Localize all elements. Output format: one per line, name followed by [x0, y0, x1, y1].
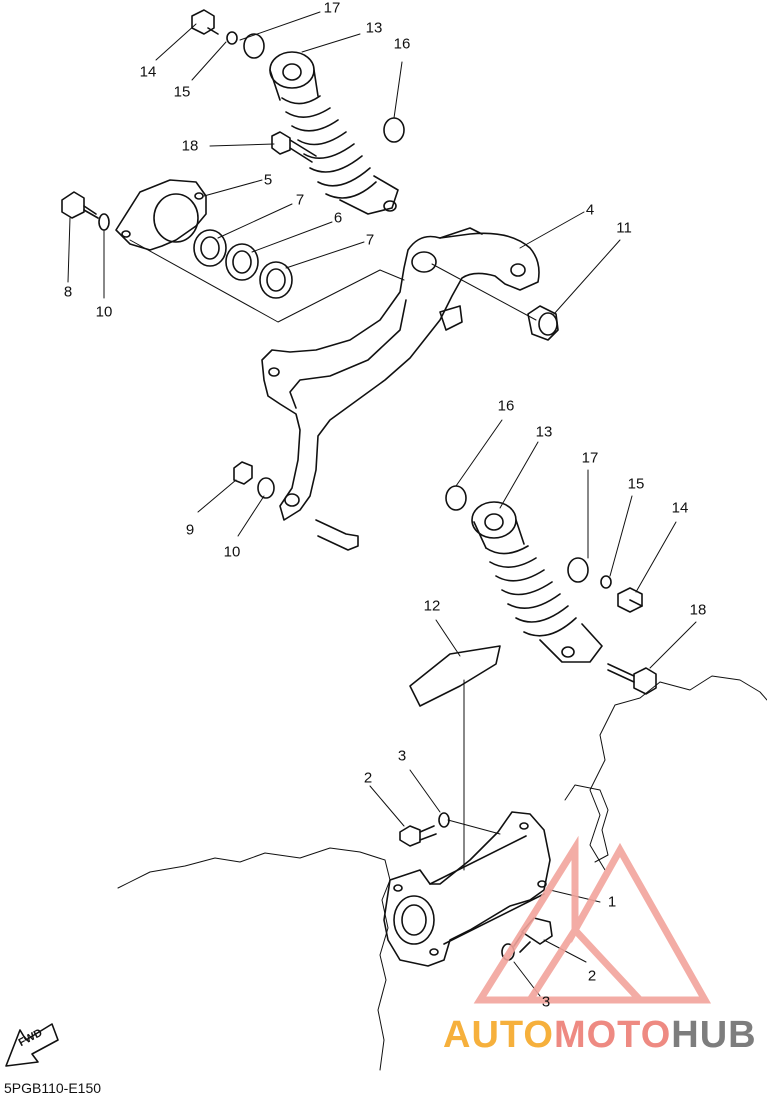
- callout-10a: 10: [95, 303, 113, 321]
- bearing-7-upper: [193, 229, 227, 267]
- bolt-14-upper: [191, 9, 219, 35]
- washer-10-lower: [257, 477, 275, 499]
- callout-7a: 7: [295, 191, 305, 209]
- arm-bolt: [315, 519, 359, 551]
- callout-12: 12: [423, 597, 441, 615]
- callout-16a: 16: [393, 35, 411, 53]
- callout-2a: 2: [363, 769, 373, 787]
- callout-13b: 13: [535, 423, 553, 441]
- callout-6: 6: [333, 209, 343, 227]
- washer-15-upper: [226, 31, 238, 45]
- callout-3a: 3: [397, 747, 407, 765]
- washer-15-lower: [600, 575, 612, 589]
- bolt-18-lower: [607, 663, 657, 695]
- callout-18a: 18: [181, 137, 199, 155]
- bracket: [115, 179, 207, 251]
- bolt-8: [61, 191, 99, 219]
- callout-11: 11: [616, 219, 632, 237]
- shock-absorber-upper: [269, 51, 399, 215]
- washer-17-upper: [243, 33, 265, 59]
- nut-9: [233, 461, 253, 485]
- watermark-part-3: HUB: [671, 1014, 757, 1056]
- callout-15a: 15: [173, 83, 191, 101]
- collar-6: [225, 243, 259, 281]
- washer-16-upper: [383, 117, 405, 143]
- callout-3b: 3: [541, 993, 551, 1011]
- watermark-text: AUTOMOTOHUB: [443, 1014, 757, 1057]
- callout-14b: 14: [671, 499, 689, 517]
- callout-14a: 14: [139, 63, 157, 81]
- watermark-part-2: MOTO: [553, 1014, 672, 1056]
- callout-2b: 2: [587, 967, 597, 985]
- pipe-assembly: [383, 811, 551, 967]
- watermark-logo: [473, 835, 712, 1004]
- bolt-18-upper: [271, 131, 317, 163]
- engine-case-outline: [117, 675, 767, 1071]
- watermark-part-1: AUTO: [443, 1014, 554, 1056]
- callout-8: 8: [63, 283, 73, 301]
- assembly-line: [129, 239, 405, 323]
- rear-arm: [261, 227, 540, 521]
- bolt-14-lower: [617, 587, 643, 613]
- leader-lines: [67, 11, 697, 997]
- callout-7b: 7: [365, 231, 375, 249]
- callout-4: 4: [585, 201, 595, 219]
- bearing-7-lower: [259, 261, 293, 299]
- callout-17a: 17: [323, 0, 341, 17]
- bushing: [527, 305, 559, 341]
- callout-5: 5: [263, 171, 273, 189]
- diagram-code: 5PGB110-E150: [4, 1080, 102, 1096]
- callout-16b: 16: [497, 397, 515, 415]
- callout-1: 1: [607, 893, 617, 911]
- label-strip: [409, 645, 501, 707]
- fwd-arrow-icon: [5, 1023, 59, 1067]
- washer-10-upper: [98, 213, 110, 231]
- callout-13a: 13: [365, 19, 383, 37]
- shock-absorber-lower: [471, 501, 603, 663]
- callout-18b: 18: [689, 601, 707, 619]
- callout-9: 9: [185, 521, 195, 539]
- bolt-2-upper: [399, 825, 437, 847]
- washer-17-lower: [567, 557, 589, 583]
- callout-17b: 17: [581, 449, 599, 467]
- callout-10b: 10: [223, 543, 241, 561]
- washer-16-lower: [445, 485, 467, 511]
- callout-15b: 15: [627, 475, 645, 493]
